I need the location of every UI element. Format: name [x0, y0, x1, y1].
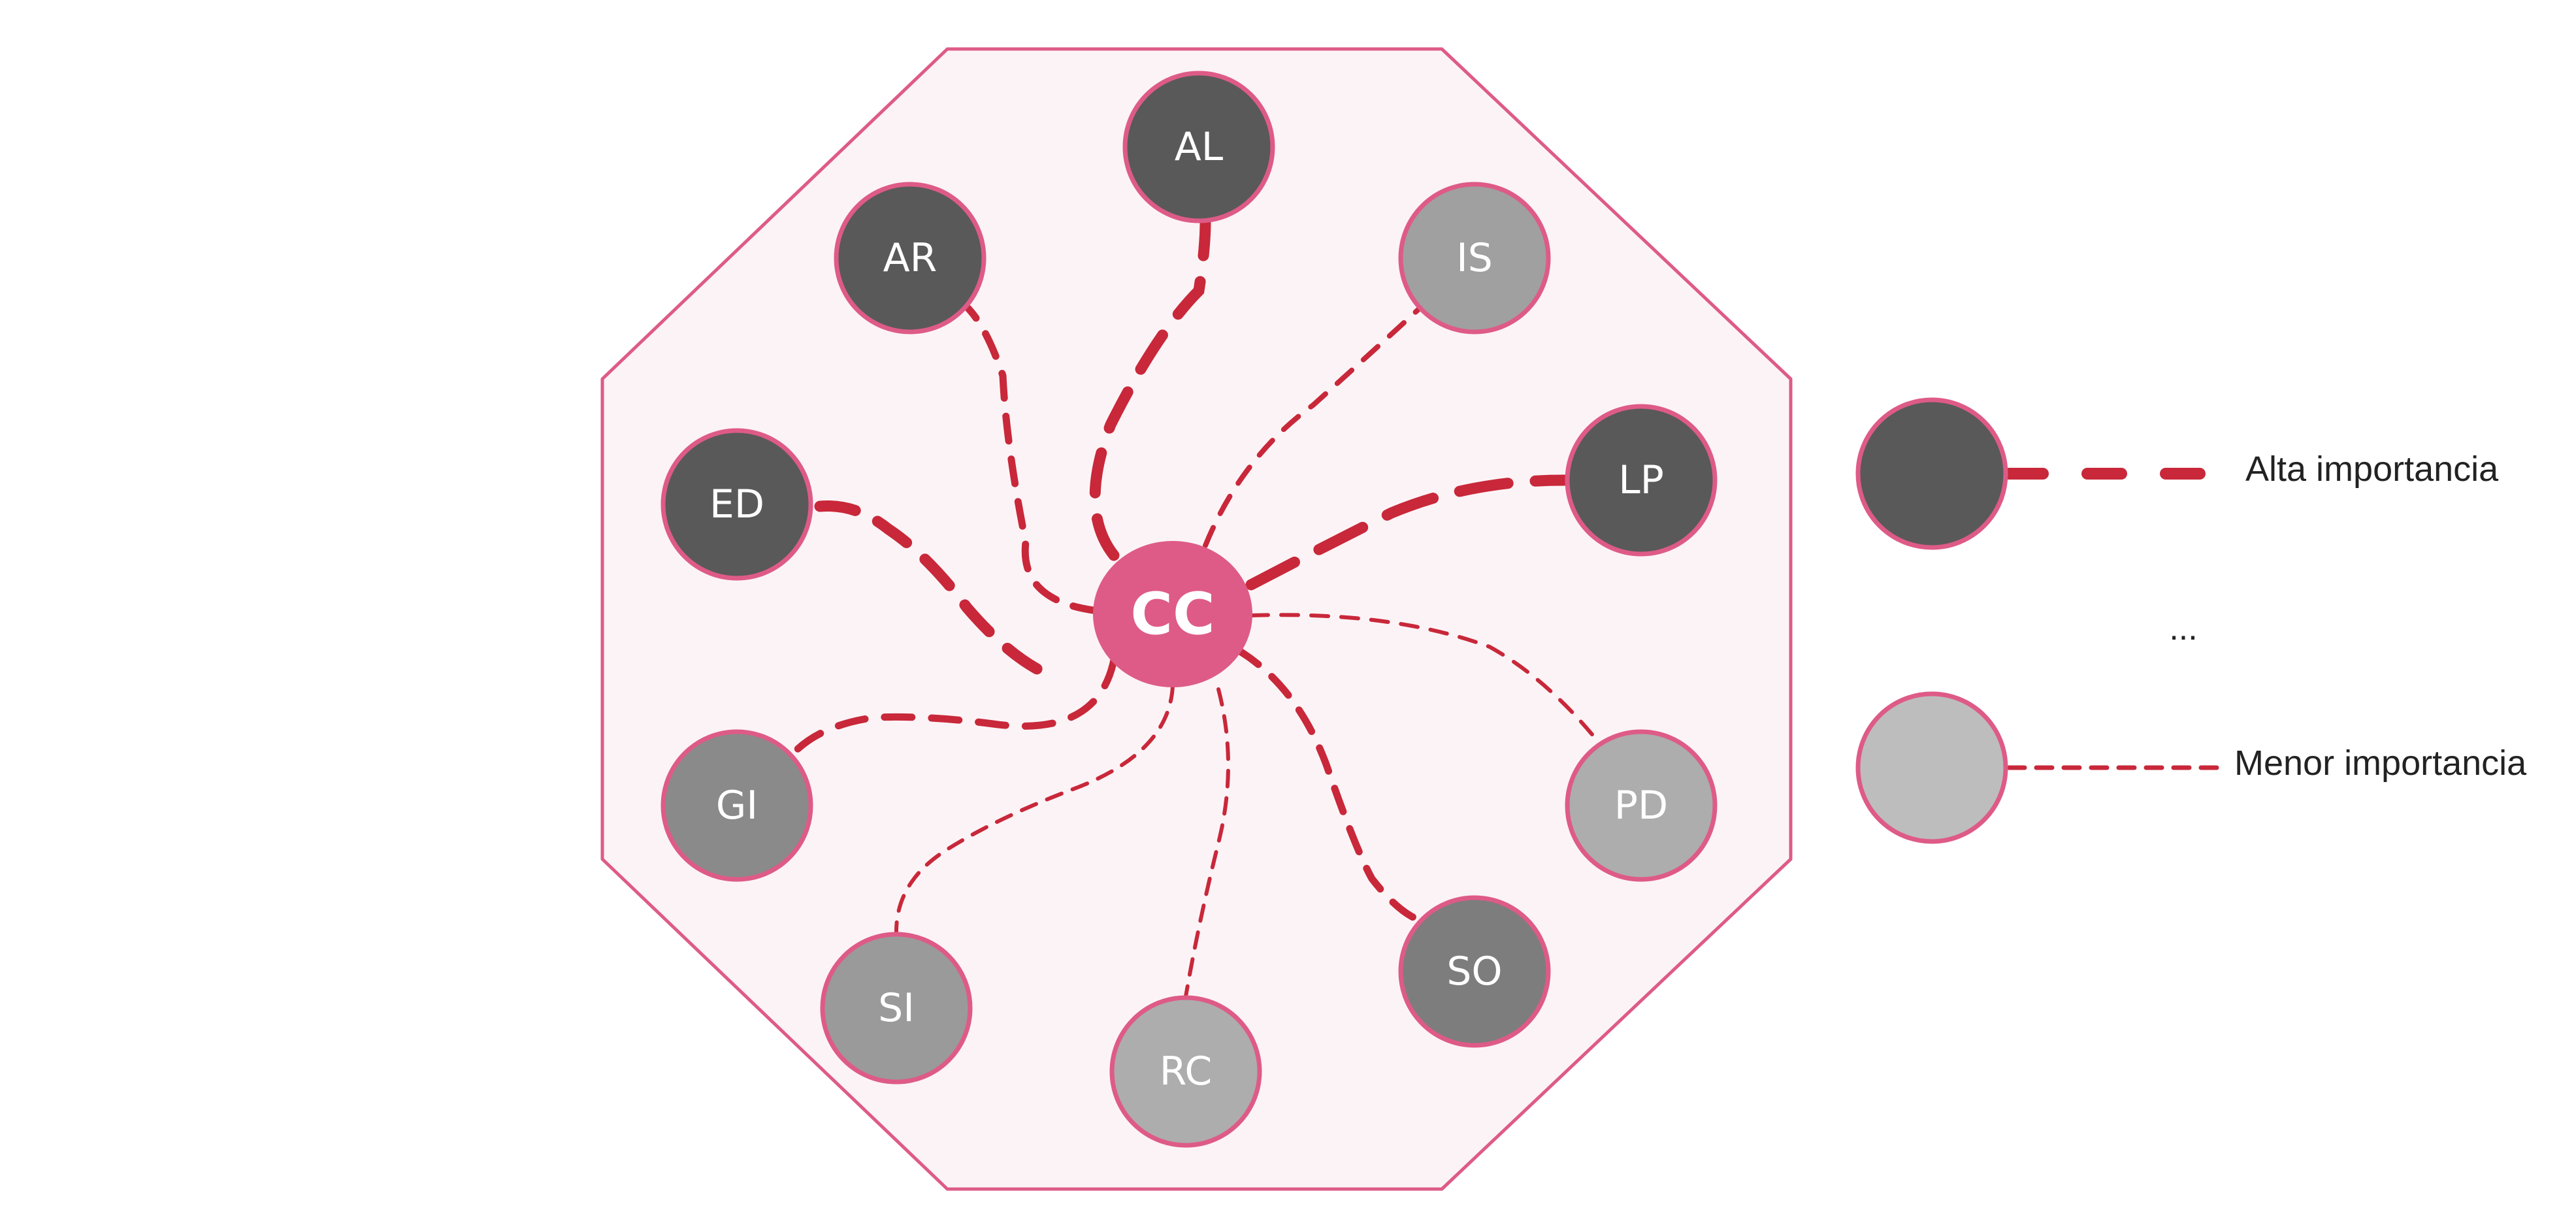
- center-node-label: CC: [1130, 581, 1215, 648]
- node-lp: LP: [1565, 404, 1718, 557]
- node-al: AL: [1122, 71, 1275, 223]
- node-gi-circle: [660, 729, 813, 882]
- node-pd-label: PD: [1614, 783, 1668, 828]
- edge-cc-ed: [814, 500, 1048, 678]
- node-si-circle: [820, 932, 973, 1085]
- node-ar: AR: [834, 182, 986, 335]
- edge-cc-pd: [1249, 613, 1603, 747]
- edge-cc-rc: [1184, 687, 1230, 998]
- edge-cc-al: [1089, 216, 1211, 561]
- edge-cc-lp: [1245, 474, 1571, 591]
- node-is: IS: [1398, 182, 1551, 335]
- node-ed-label: ED: [709, 482, 764, 527]
- edge-cc-ar: [963, 303, 1101, 615]
- node-so-circle: [1398, 895, 1551, 1048]
- legend-high-label: Alta importancia: [2245, 449, 2499, 489]
- node-gi: GI: [660, 729, 813, 882]
- node-is-circle: [1398, 182, 1551, 335]
- legend: Alta importancia ... Menor importancia: [1855, 397, 2527, 844]
- node-pd-circle: [1565, 729, 1718, 882]
- node-so-label: SO: [1446, 949, 1502, 994]
- node-si: SI: [820, 932, 973, 1085]
- node-so: SO: [1398, 895, 1551, 1048]
- node-pd: PD: [1565, 729, 1718, 882]
- node-al-label: AL: [1175, 124, 1224, 170]
- center-node: CC: [1093, 541, 1252, 687]
- legend-high: Alta importancia: [1855, 397, 2499, 550]
- node-lp-circle: [1565, 404, 1718, 557]
- node-rc-circle: [1109, 995, 1262, 1148]
- edge-cc-so: [1234, 646, 1418, 922]
- center-node-shape: [1093, 541, 1252, 687]
- legend-ellipsis: ...: [2169, 610, 2197, 647]
- edge-group: [785, 216, 1603, 998]
- node-ed: ED: [660, 428, 813, 581]
- node-al-circle: [1122, 71, 1275, 223]
- node-gi-label: GI: [716, 783, 758, 828]
- legend-low-label: Menor importancia: [2234, 743, 2527, 783]
- legend-low-circle: [1855, 691, 2008, 844]
- edge-cc-is: [1203, 304, 1424, 548]
- node-rc: RC: [1109, 995, 1262, 1148]
- legend-high-circle: [1855, 397, 2008, 550]
- edge-cc-si: [894, 684, 1175, 936]
- node-ar-label: AR: [883, 235, 937, 281]
- node-is-label: IS: [1456, 235, 1493, 281]
- legend-low: Menor importancia: [1855, 691, 2527, 844]
- edge-cc-gi: [785, 656, 1118, 762]
- node-rc-label: RC: [1160, 1049, 1213, 1094]
- node-lp-label: LP: [1618, 457, 1664, 503]
- node-ar-circle: [834, 182, 986, 335]
- node-si-label: SI: [878, 985, 915, 1031]
- node-ed-circle: [660, 428, 813, 581]
